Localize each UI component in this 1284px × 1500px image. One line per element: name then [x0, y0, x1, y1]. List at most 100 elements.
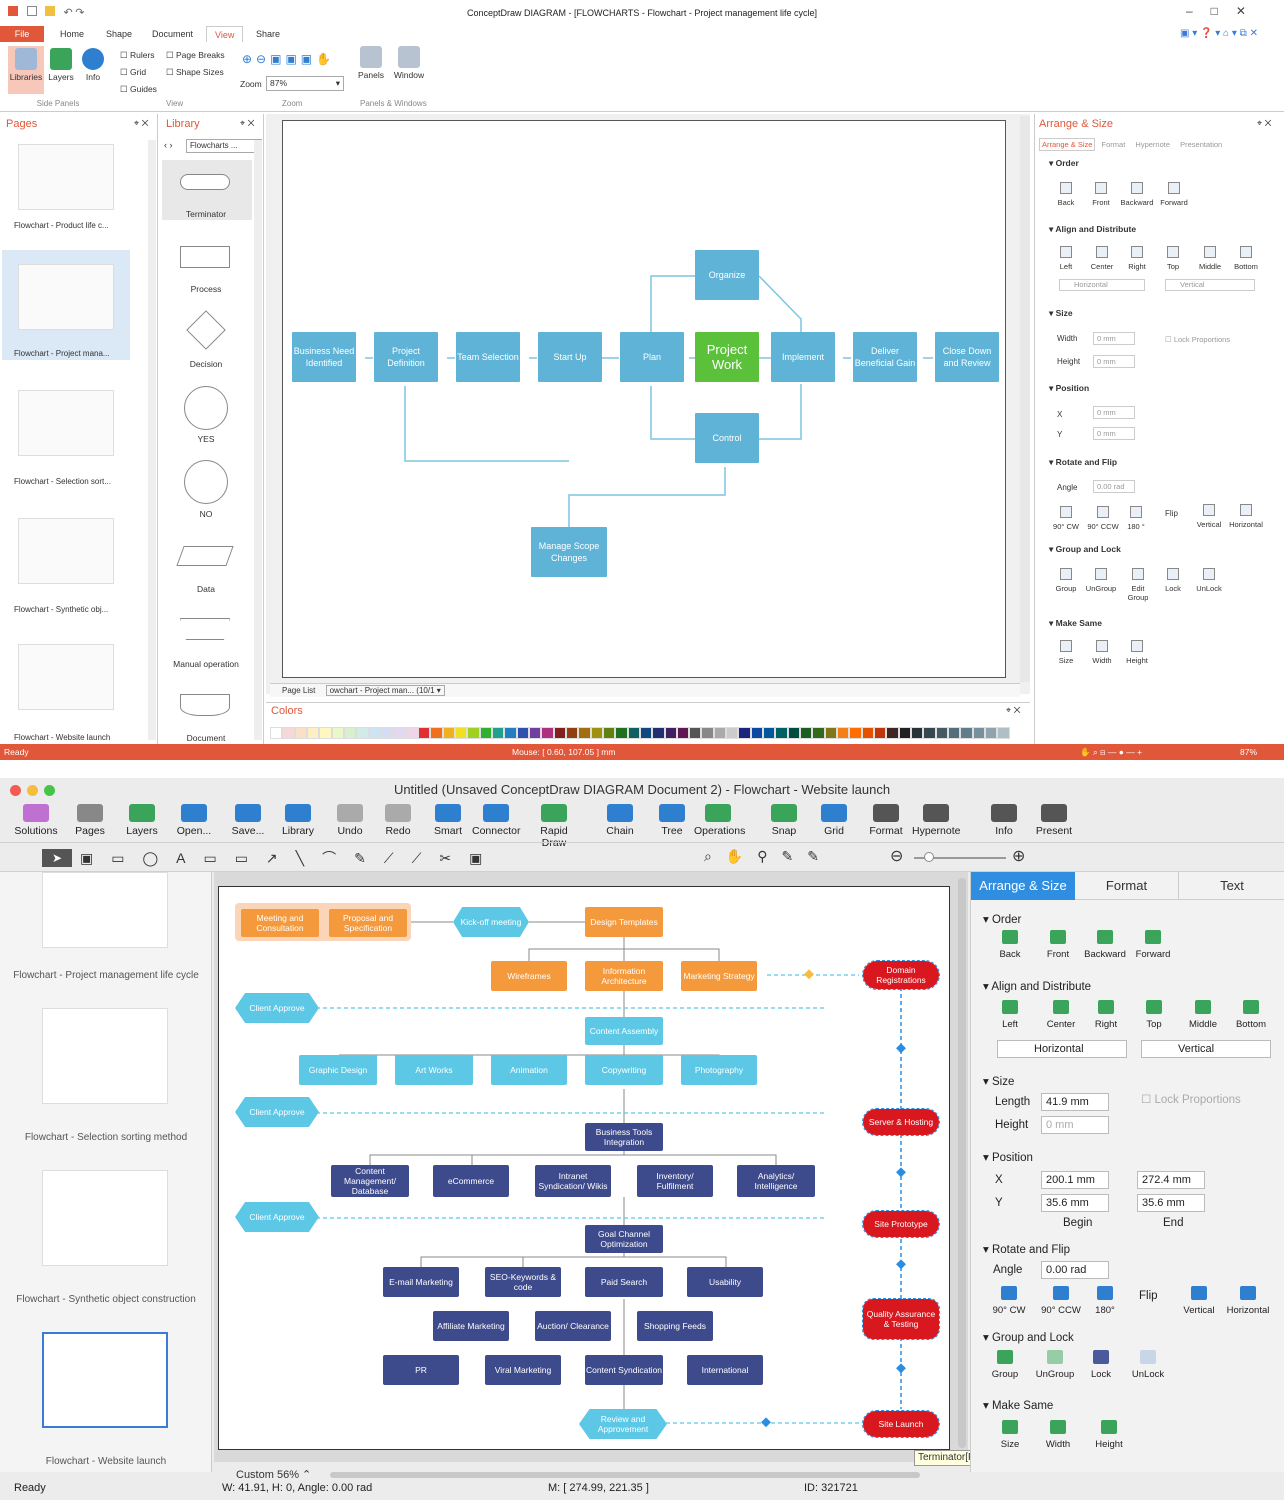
width-input[interactable]: 0 mm: [1093, 332, 1135, 345]
align-right-button[interactable]: Right: [1125, 246, 1149, 271]
color-swatch[interactable]: [541, 727, 554, 739]
color-swatch[interactable]: [306, 727, 320, 739]
view-tools-icons[interactable]: ⌕✋⚲✎✎: [704, 848, 833, 864]
color-swatch[interactable]: [602, 727, 616, 739]
node-close-down[interactable]: Close Down and Review: [935, 332, 999, 382]
open-icon[interactable]: [45, 6, 56, 16]
select-tool-icon[interactable]: ➤: [42, 849, 72, 867]
box-international[interactable]: International: [687, 1355, 763, 1385]
make-same-size-button[interactable]: Size: [1055, 640, 1077, 665]
toolbar-library-button[interactable]: Library: [274, 804, 322, 837]
color-swatch[interactable]: [911, 727, 924, 739]
color-swatch[interactable]: [985, 727, 998, 739]
color-swatch[interactable]: [775, 727, 788, 739]
color-swatch[interactable]: [627, 727, 640, 739]
align-center-button[interactable]: Center: [1087, 246, 1117, 271]
align-left-button-2[interactable]: Left: [997, 1000, 1023, 1030]
rotate-180-button-2[interactable]: 180°: [1091, 1286, 1119, 1316]
make-same-width-button[interactable]: Width: [1089, 640, 1115, 665]
front-button[interactable]: Front: [1089, 182, 1113, 207]
panels-button[interactable]: Panels: [356, 46, 386, 80]
color-swatch[interactable]: [935, 727, 949, 739]
node-control[interactable]: Control: [695, 413, 759, 463]
page-thumb-1[interactable]: [18, 144, 114, 210]
color-swatch[interactable]: [960, 727, 973, 739]
color-swatch[interactable]: [812, 727, 825, 739]
page-tab[interactable]: owchart - Project man... (10/1 ▾: [325, 685, 445, 696]
toolbar-info-button[interactable]: Info: [980, 804, 1028, 837]
box-info-architecture[interactable]: Information Architecture: [585, 961, 663, 991]
box-client-approve-1[interactable]: Client Approve: [235, 993, 319, 1023]
x-end-input[interactable]: 272.4 mm: [1137, 1171, 1205, 1189]
group-button[interactable]: Group: [1053, 568, 1079, 593]
color-swatch[interactable]: [639, 727, 653, 739]
unlock-button[interactable]: UnLock: [1193, 568, 1225, 593]
unlock-button-2[interactable]: UnLock: [1129, 1350, 1167, 1380]
menu-home[interactable]: Home: [60, 29, 85, 39]
box-business-tools[interactable]: Business Tools Integration: [585, 1123, 663, 1151]
manual-operation-shape[interactable]: [180, 618, 230, 640]
color-swatch[interactable]: [393, 727, 406, 739]
color-swatch[interactable]: [516, 727, 529, 739]
size-section-2[interactable]: ▾ Size: [983, 1076, 1015, 1088]
length-input[interactable]: 41.9 mm: [1041, 1093, 1109, 1111]
menu-document[interactable]: Document: [152, 29, 194, 39]
color-swatch[interactable]: [800, 727, 813, 739]
page-thumb-5[interactable]: [18, 644, 114, 710]
box-meeting[interactable]: Meeting and Consultation: [241, 909, 319, 937]
color-swatch[interactable]: [590, 727, 603, 739]
box-marketing-strategy[interactable]: Marketing Strategy: [681, 961, 757, 991]
color-swatch[interactable]: [343, 727, 357, 739]
box-seo[interactable]: SEO-Keywords & code: [485, 1267, 561, 1297]
backward-button[interactable]: Backward: [1119, 182, 1155, 207]
color-swatch[interactable]: [479, 727, 492, 739]
align-center-button-2[interactable]: Center: [1041, 1000, 1081, 1030]
box-domain-registrations[interactable]: Domain Registrations: [862, 960, 940, 990]
align-left-button[interactable]: Left: [1055, 246, 1077, 271]
box-shopping-feeds[interactable]: Shopping Feeds: [637, 1311, 713, 1341]
box-client-approve-3[interactable]: Client Approve: [235, 1202, 319, 1232]
box-proposal[interactable]: Proposal and Specification: [329, 909, 407, 937]
color-swatch[interactable]: [738, 727, 751, 739]
tab2-arrange-size[interactable]: Arrange & Size: [971, 872, 1075, 900]
canvas2-hscrollbar[interactable]: [330, 1472, 920, 1478]
node-deliver[interactable]: Deliver Beneficial Gain: [853, 332, 917, 382]
box-usability[interactable]: Usability: [687, 1267, 763, 1297]
size-section[interactable]: ▾ Size: [1049, 308, 1073, 318]
distribute-vertical-select-2[interactable]: Vertical: [1141, 1040, 1271, 1058]
color-swatch[interactable]: [528, 727, 542, 739]
page-thumb-4[interactable]: [18, 518, 114, 584]
toolbar-redo-button[interactable]: Redo: [374, 804, 422, 837]
toolbar-operations-button[interactable]: Operations: [694, 804, 745, 837]
make-same-height-button-2[interactable]: Height: [1089, 1420, 1129, 1450]
make-same-section[interactable]: ▾ Make Same: [1049, 618, 1102, 628]
zoom-slider[interactable]: [914, 857, 1006, 859]
window-controls[interactable]: –□✕: [1186, 4, 1264, 18]
toolbar-pages-button[interactable]: Pages: [66, 804, 114, 837]
color-swatch[interactable]: [874, 727, 887, 739]
quick-access-toolbar[interactable]: ↶ ↷: [8, 6, 128, 20]
toolbar-chain-button[interactable]: Chain: [596, 804, 644, 837]
menu-share[interactable]: Share: [256, 29, 281, 39]
distribute-horizontal-select[interactable]: Horizontal: [1059, 279, 1145, 291]
color-swatch[interactable]: [898, 727, 912, 739]
box-site-launch[interactable]: Site Launch: [862, 1410, 940, 1438]
redo-icon[interactable]: ↷: [75, 7, 85, 19]
node-project-definition[interactable]: Project Definition: [374, 332, 438, 382]
node-manage-scope[interactable]: Manage Scope Changes: [531, 527, 607, 577]
toolbar-present-button[interactable]: Present: [1030, 804, 1078, 837]
color-swatch[interactable]: [294, 727, 307, 739]
node-start-up[interactable]: Start Up: [538, 332, 602, 382]
lock-button[interactable]: Lock: [1161, 568, 1185, 593]
arrange-close-icon[interactable]: ⌖ ✕: [1257, 118, 1272, 128]
node-team-selection[interactable]: Team Selection: [456, 332, 520, 382]
y-input[interactable]: 0 mm: [1093, 427, 1135, 440]
grid-checkbox[interactable]: ☐ Grid: [120, 67, 147, 77]
group-section-2[interactable]: ▾ Group and Lock: [983, 1332, 1074, 1344]
node-project-work[interactable]: Project Work: [695, 332, 759, 382]
color-swatch[interactable]: [578, 727, 591, 739]
flip-horizontal-button[interactable]: Horizontal: [1227, 504, 1265, 529]
color-swatch[interactable]: [676, 727, 690, 739]
toolbar-open-button[interactable]: Open...: [170, 804, 218, 837]
backward-button-2[interactable]: Backward: [1083, 930, 1127, 960]
